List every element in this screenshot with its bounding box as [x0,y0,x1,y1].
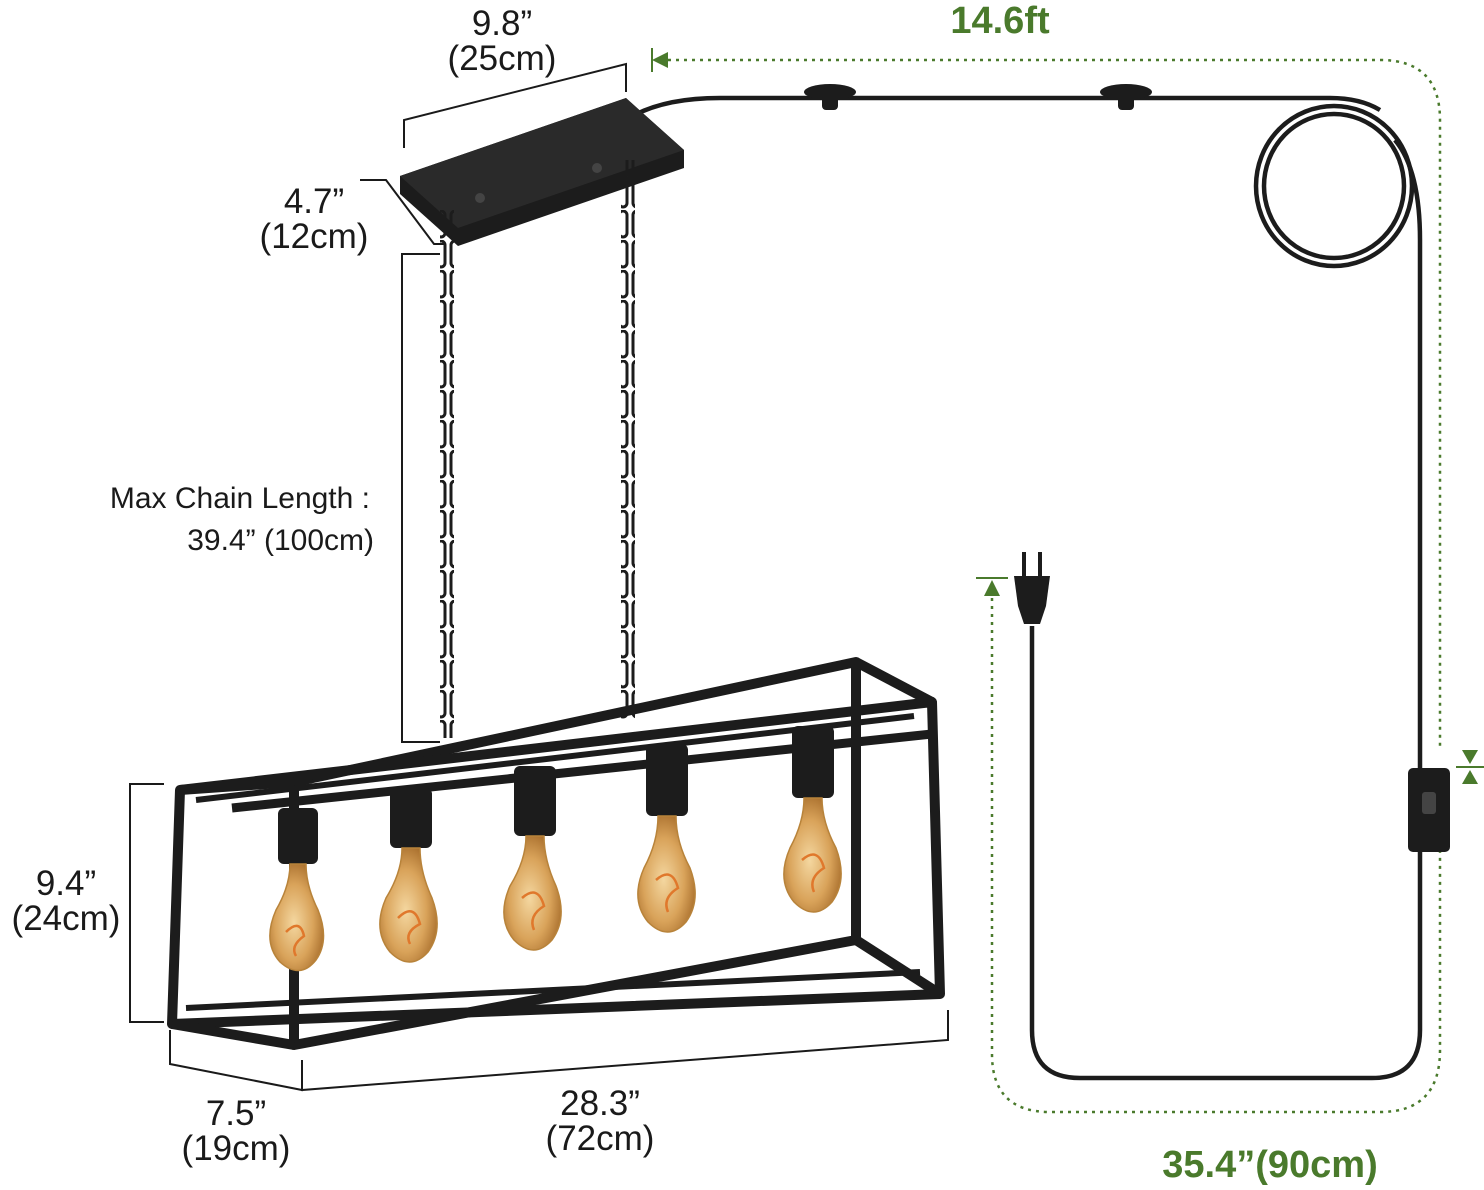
bulb-4 [637,744,696,933]
cord-clip-1 [804,84,856,110]
cage-length-label: 28.3” (72cm) [545,1084,655,1158]
bulb-3 [503,766,562,951]
bulb-2 [379,788,438,963]
canopy-width-line [403,62,627,148]
inline-switch [1408,768,1450,852]
cord-guide-arrows [651,48,1484,784]
switch-distance-label: 35.4”(90cm) [1162,1144,1378,1186]
cage-height-label: 9.4” (24cm) [11,864,121,938]
cord-coil [1253,103,1415,269]
cage-length-line [301,1010,949,1092]
cage-depth-label: 7.5” (19cm) [181,1094,291,1168]
arrow-left-icon [652,52,668,68]
ceiling-canopy [400,98,684,246]
arrow-up-small-icon [1462,770,1478,784]
bulb-5 [783,726,842,913]
canopy-depth-label: 4.7” (12cm) [259,182,369,256]
bulb-1 [269,808,325,972]
hanging-chains [440,160,635,738]
arrow-down-icon [1462,750,1478,764]
chain-left [440,210,454,738]
arrow-up-icon [984,580,1000,596]
chain-length-value: 39.4” (100cm) [187,524,374,557]
cord-length-label: 14.6ft [950,0,1050,42]
chain-length-label: Max Chain Length : [109,482,370,515]
cage-height-line [129,783,164,1023]
chain-right [621,160,635,720]
cord-length-guide [668,58,1442,1114]
canopy-width-label: 9.8” (25cm) [447,4,557,78]
power-cord [624,95,1423,1081]
dimension-lines [129,62,949,1092]
power-plug-icon [1014,552,1050,624]
cord-clip-2 [1100,84,1152,110]
chain-length-line [401,253,440,743]
